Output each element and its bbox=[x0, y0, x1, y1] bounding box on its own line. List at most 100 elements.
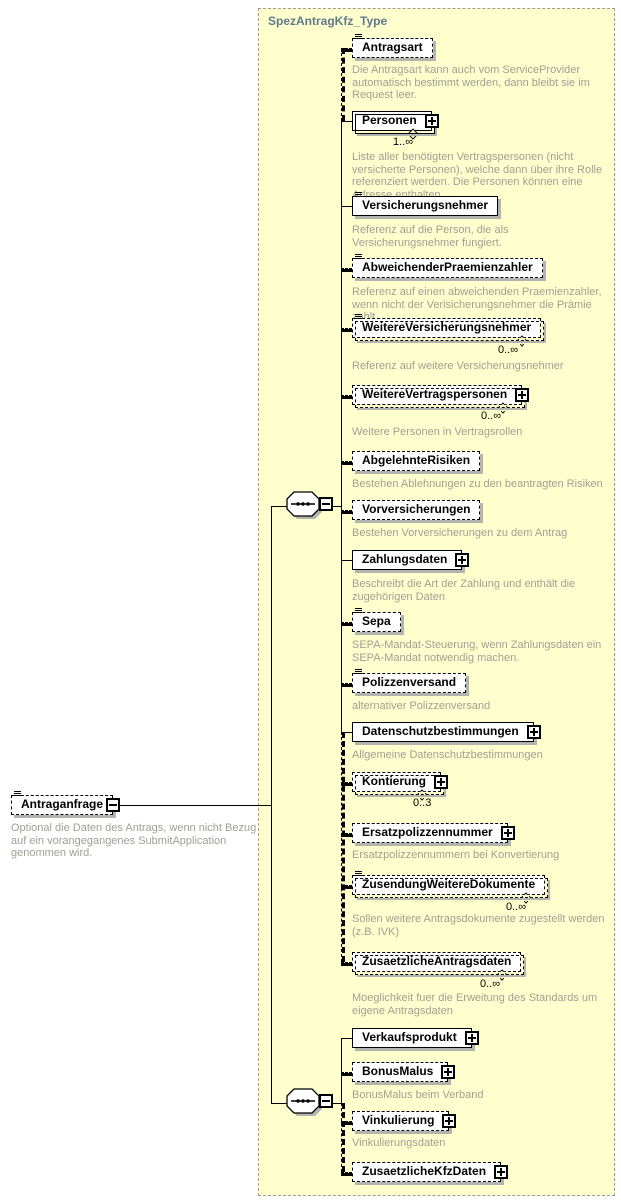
connector-line bbox=[341, 560, 352, 561]
element-box-vorversicherungen[interactable]: Vorversicherungen bbox=[352, 500, 481, 520]
element-box-zusendungweiteredokumente[interactable]: ZusendungWeitereDokumente bbox=[352, 871, 549, 904]
expand-icon[interactable] bbox=[441, 1065, 456, 1079]
element-box-polizzenversand[interactable]: Polizzenversand bbox=[352, 669, 467, 693]
element-description: Die Antragsart kann auch vom ServiceProv… bbox=[352, 64, 590, 101]
element-description: Ersatzpolizzennummern bei Konvertierung bbox=[352, 849, 560, 861]
connector-line bbox=[341, 732, 345, 962]
element-name: BonusMalus bbox=[362, 1064, 434, 1078]
element-name: Versicherungsnehmer bbox=[362, 198, 489, 212]
element-box-versicherungsnehmer[interactable]: Versicherungsnehmer bbox=[352, 192, 499, 216]
connector-line bbox=[341, 48, 345, 121]
connector-line bbox=[341, 48, 352, 52]
element-name: ZusendungWeitereDokumente bbox=[362, 877, 536, 891]
connector-line bbox=[341, 1103, 345, 1172]
element-box-weitereversicherungsnehmer[interactable]: WeitereVersicherungsnehmer bbox=[352, 314, 545, 347]
element-box-vinkulierung[interactable]: Vinkulierung bbox=[352, 1111, 457, 1131]
connector-line bbox=[341, 395, 352, 399]
element-description: BonusMalus beim Verband bbox=[352, 1089, 484, 1101]
annotation-icon bbox=[14, 791, 21, 792]
element-description: Bestehen Ablehnungen zu den beantragten … bbox=[352, 478, 603, 490]
connector-line bbox=[341, 121, 342, 732]
expand-icon[interactable] bbox=[455, 553, 470, 567]
element-name: Vinkulierung bbox=[362, 1113, 435, 1127]
element-name: Kontierung bbox=[362, 774, 426, 788]
element-box-personen[interactable]: Personen bbox=[352, 111, 439, 140]
connector-line bbox=[341, 622, 352, 626]
element-box-antragsart[interactable]: Antragsart bbox=[352, 34, 433, 58]
cardinality-label: 0..∞ bbox=[506, 901, 527, 913]
element-name: AbgelehnteRisiken bbox=[362, 453, 471, 467]
connector-line bbox=[271, 1103, 287, 1104]
element-description: Moeglichkeit fuer die Erweitung des Stan… bbox=[352, 992, 598, 1017]
expand-icon[interactable] bbox=[494, 1165, 509, 1179]
connector-line bbox=[341, 732, 352, 733]
expand-icon[interactable] bbox=[526, 725, 541, 739]
connector-line bbox=[341, 782, 352, 786]
sequence-icon bbox=[286, 491, 322, 519]
annotation-icon bbox=[355, 871, 362, 872]
element-box-weiterevertragspersonen[interactable]: WeitereVertragspersonen bbox=[352, 385, 530, 414]
type-panel-title: SpezAntragKfz_Type bbox=[268, 14, 388, 28]
element-description: Beschreibt die Art der Zahlung und enthä… bbox=[352, 578, 576, 603]
annotation-icon bbox=[355, 34, 362, 35]
expand-icon[interactable] bbox=[464, 1031, 479, 1045]
element-box-zusaetzlicheantragsdaten[interactable]: ZusaetzlicheAntragsdaten bbox=[352, 952, 525, 981]
connector-line bbox=[341, 1038, 352, 1039]
element-box-zusaetzlichekfzdaten[interactable]: ZusaetzlicheKfzDaten bbox=[352, 1162, 509, 1182]
element-description: Referenz auf die Person, die als Versich… bbox=[352, 224, 509, 249]
annotation-icon bbox=[355, 669, 362, 670]
connector-line bbox=[118, 805, 271, 806]
element-name: Personen bbox=[362, 113, 417, 127]
element-name: Datenschutzbestimmungen bbox=[362, 724, 519, 738]
element-box-abgelehnterisiken[interactable]: AbgelehnteRisiken bbox=[352, 451, 481, 471]
collapse-icon[interactable] bbox=[319, 497, 333, 511]
element-box-antraganfrage[interactable]: Antraganfrage bbox=[11, 791, 121, 815]
element-box-datenschutzbestimmungen[interactable]: Datenschutzbestimmungen bbox=[352, 722, 541, 742]
connector-line bbox=[341, 510, 352, 514]
element-name: ZusaetzlicheAntragsdaten bbox=[362, 954, 512, 968]
sequence-icon bbox=[286, 1088, 322, 1116]
element-box-verkaufsprodukt[interactable]: Verkaufsprodukt bbox=[352, 1028, 479, 1048]
connector-line bbox=[341, 885, 352, 889]
cardinality-label: 0..∞ bbox=[481, 410, 502, 422]
connector-line bbox=[271, 506, 272, 1103]
expand-icon[interactable] bbox=[500, 826, 515, 840]
element-description: Weitere Personen in Vertragsrollen bbox=[352, 426, 523, 438]
connector-line bbox=[341, 683, 352, 687]
connector-line bbox=[341, 461, 352, 465]
element-name: Vorversicherungen bbox=[362, 502, 471, 516]
expand-icon[interactable] bbox=[515, 388, 530, 402]
connector-line bbox=[341, 121, 352, 122]
cardinality-label: 0..∞ bbox=[498, 344, 519, 356]
connector-line bbox=[341, 1038, 342, 1103]
element-box-ersatzpolizzennummer[interactable]: Ersatzpolizzennummer bbox=[352, 823, 515, 843]
element-box-abweichenderpraemienzahler[interactable]: AbweichenderPraemienzahler bbox=[352, 254, 543, 278]
cardinality-label: 0..∞ bbox=[480, 978, 501, 990]
collapse-icon[interactable] bbox=[106, 798, 121, 812]
expand-icon[interactable] bbox=[434, 775, 448, 789]
element-description: alternativer Polizzenversand bbox=[352, 700, 491, 712]
annotation-icon bbox=[355, 254, 362, 255]
element-name: WeitereVersicherungsnehmer bbox=[362, 320, 532, 334]
connector-line bbox=[271, 506, 287, 507]
connector-line bbox=[332, 506, 341, 507]
element-box-zahlungsdaten[interactable]: Zahlungsdaten bbox=[352, 550, 470, 570]
element-description: Sollen weitere Antragsdokumente zugestel… bbox=[352, 913, 605, 938]
element-description: Liste aller benötigten Vertragspersonen … bbox=[352, 151, 603, 201]
cardinality-label: 0..3 bbox=[413, 797, 432, 809]
sequence-compositor[interactable] bbox=[286, 1088, 333, 1118]
expand-icon[interactable] bbox=[424, 114, 439, 128]
connector-line bbox=[341, 328, 352, 332]
element-box-kontierung[interactable]: Kontierung bbox=[352, 772, 448, 801]
expand-icon[interactable] bbox=[442, 1114, 457, 1128]
element-description: Bestehen Vorversicherungen zu dem Antrag bbox=[352, 527, 568, 539]
collapse-icon[interactable] bbox=[319, 1094, 333, 1108]
element-name: ZusaetzlicheKfzDaten bbox=[362, 1164, 487, 1178]
connector-line bbox=[341, 1172, 352, 1176]
element-box-bonusmalus[interactable]: BonusMalus bbox=[352, 1062, 456, 1082]
sequence-compositor[interactable] bbox=[286, 491, 333, 521]
element-box-sepa[interactable]: Sepa bbox=[352, 608, 401, 632]
connector-line bbox=[341, 1121, 352, 1125]
element-description: SEPA-Mandat-Steuerung, wenn Zahlungsdate… bbox=[352, 639, 602, 664]
